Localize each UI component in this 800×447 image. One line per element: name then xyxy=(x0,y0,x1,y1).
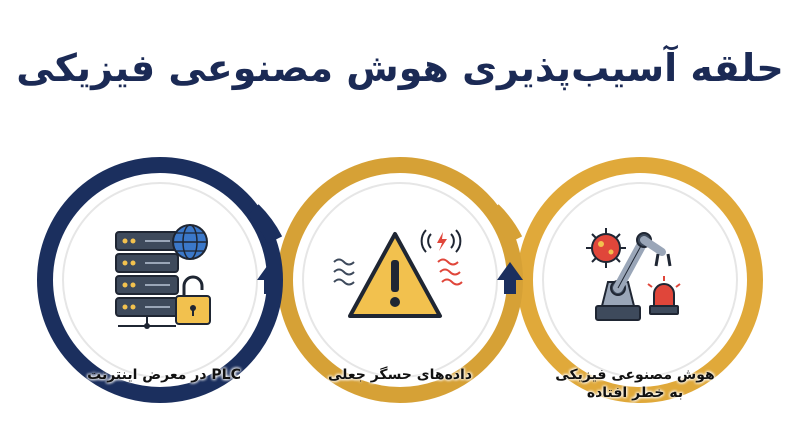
server-globe-lock-icon xyxy=(115,224,211,329)
arrow-2-icon xyxy=(497,262,523,280)
step-1-label: PLC در معرض اینترنت xyxy=(87,367,241,383)
ring-3 xyxy=(517,157,763,403)
step-3-label: هوش مصنوعی فیزیکی به خطر افتاده xyxy=(545,366,725,402)
page-title: حلقه آسیب‌پذیری هوش مصنوعی فیزیکی xyxy=(16,46,784,90)
robot-arm-virus-icon xyxy=(586,228,681,321)
step-2-label: داده‌های حسگر جعلی xyxy=(327,367,473,383)
step-3-label-line2: به خطر افتاده xyxy=(586,385,684,401)
arrow-1-icon xyxy=(257,262,283,280)
ring-3-inner xyxy=(542,182,738,378)
step-3-label-line1: هوش مصنوعی فیزیکی xyxy=(555,367,715,383)
warning-signal-icon xyxy=(333,229,463,318)
